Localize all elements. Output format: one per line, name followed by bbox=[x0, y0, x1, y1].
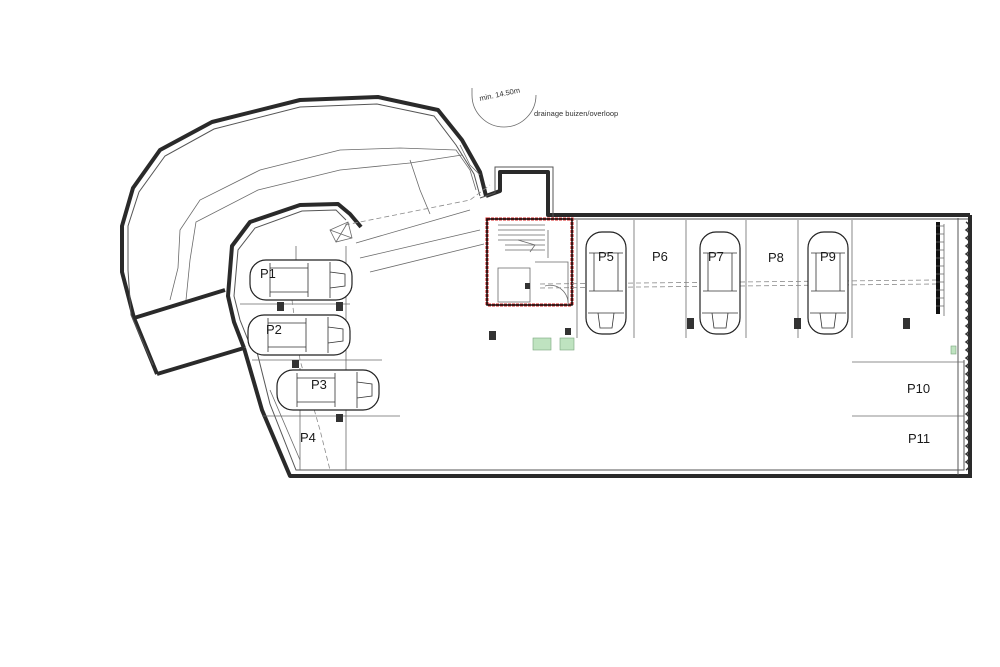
ramp bbox=[120, 95, 491, 376]
label-p6: P6 bbox=[652, 249, 668, 264]
label-p9: P9 bbox=[820, 249, 836, 264]
label-p10: P10 bbox=[907, 381, 930, 396]
stair-core bbox=[485, 217, 574, 307]
turning-circle: min. 14.50m bbox=[471, 86, 537, 128]
car-p1 bbox=[249, 259, 353, 301]
label-p7: P7 bbox=[708, 249, 724, 264]
car-p3 bbox=[276, 369, 380, 411]
car-p7 bbox=[699, 231, 741, 335]
parking-walls bbox=[242, 166, 972, 478]
parking-labels: P1 P2 P3 P4 P5 P6 P7 P8 P9 P10 P11 bbox=[260, 249, 930, 446]
label-p4: P4 bbox=[300, 430, 316, 445]
label-p2: P2 bbox=[266, 322, 282, 337]
car-p5 bbox=[585, 231, 627, 335]
columns bbox=[277, 302, 957, 422]
label-p11: P11 bbox=[908, 431, 930, 446]
label-p8: P8 bbox=[768, 250, 784, 265]
label-p5: P5 bbox=[598, 249, 614, 264]
car-p9 bbox=[807, 231, 849, 335]
label-p3: P3 bbox=[311, 377, 327, 392]
turning-circle-note: min. 14.50m bbox=[479, 86, 521, 103]
car-p2 bbox=[247, 314, 351, 356]
label-p1: P1 bbox=[260, 266, 276, 281]
drainage-note: drainage buizen/overloop bbox=[534, 109, 618, 118]
